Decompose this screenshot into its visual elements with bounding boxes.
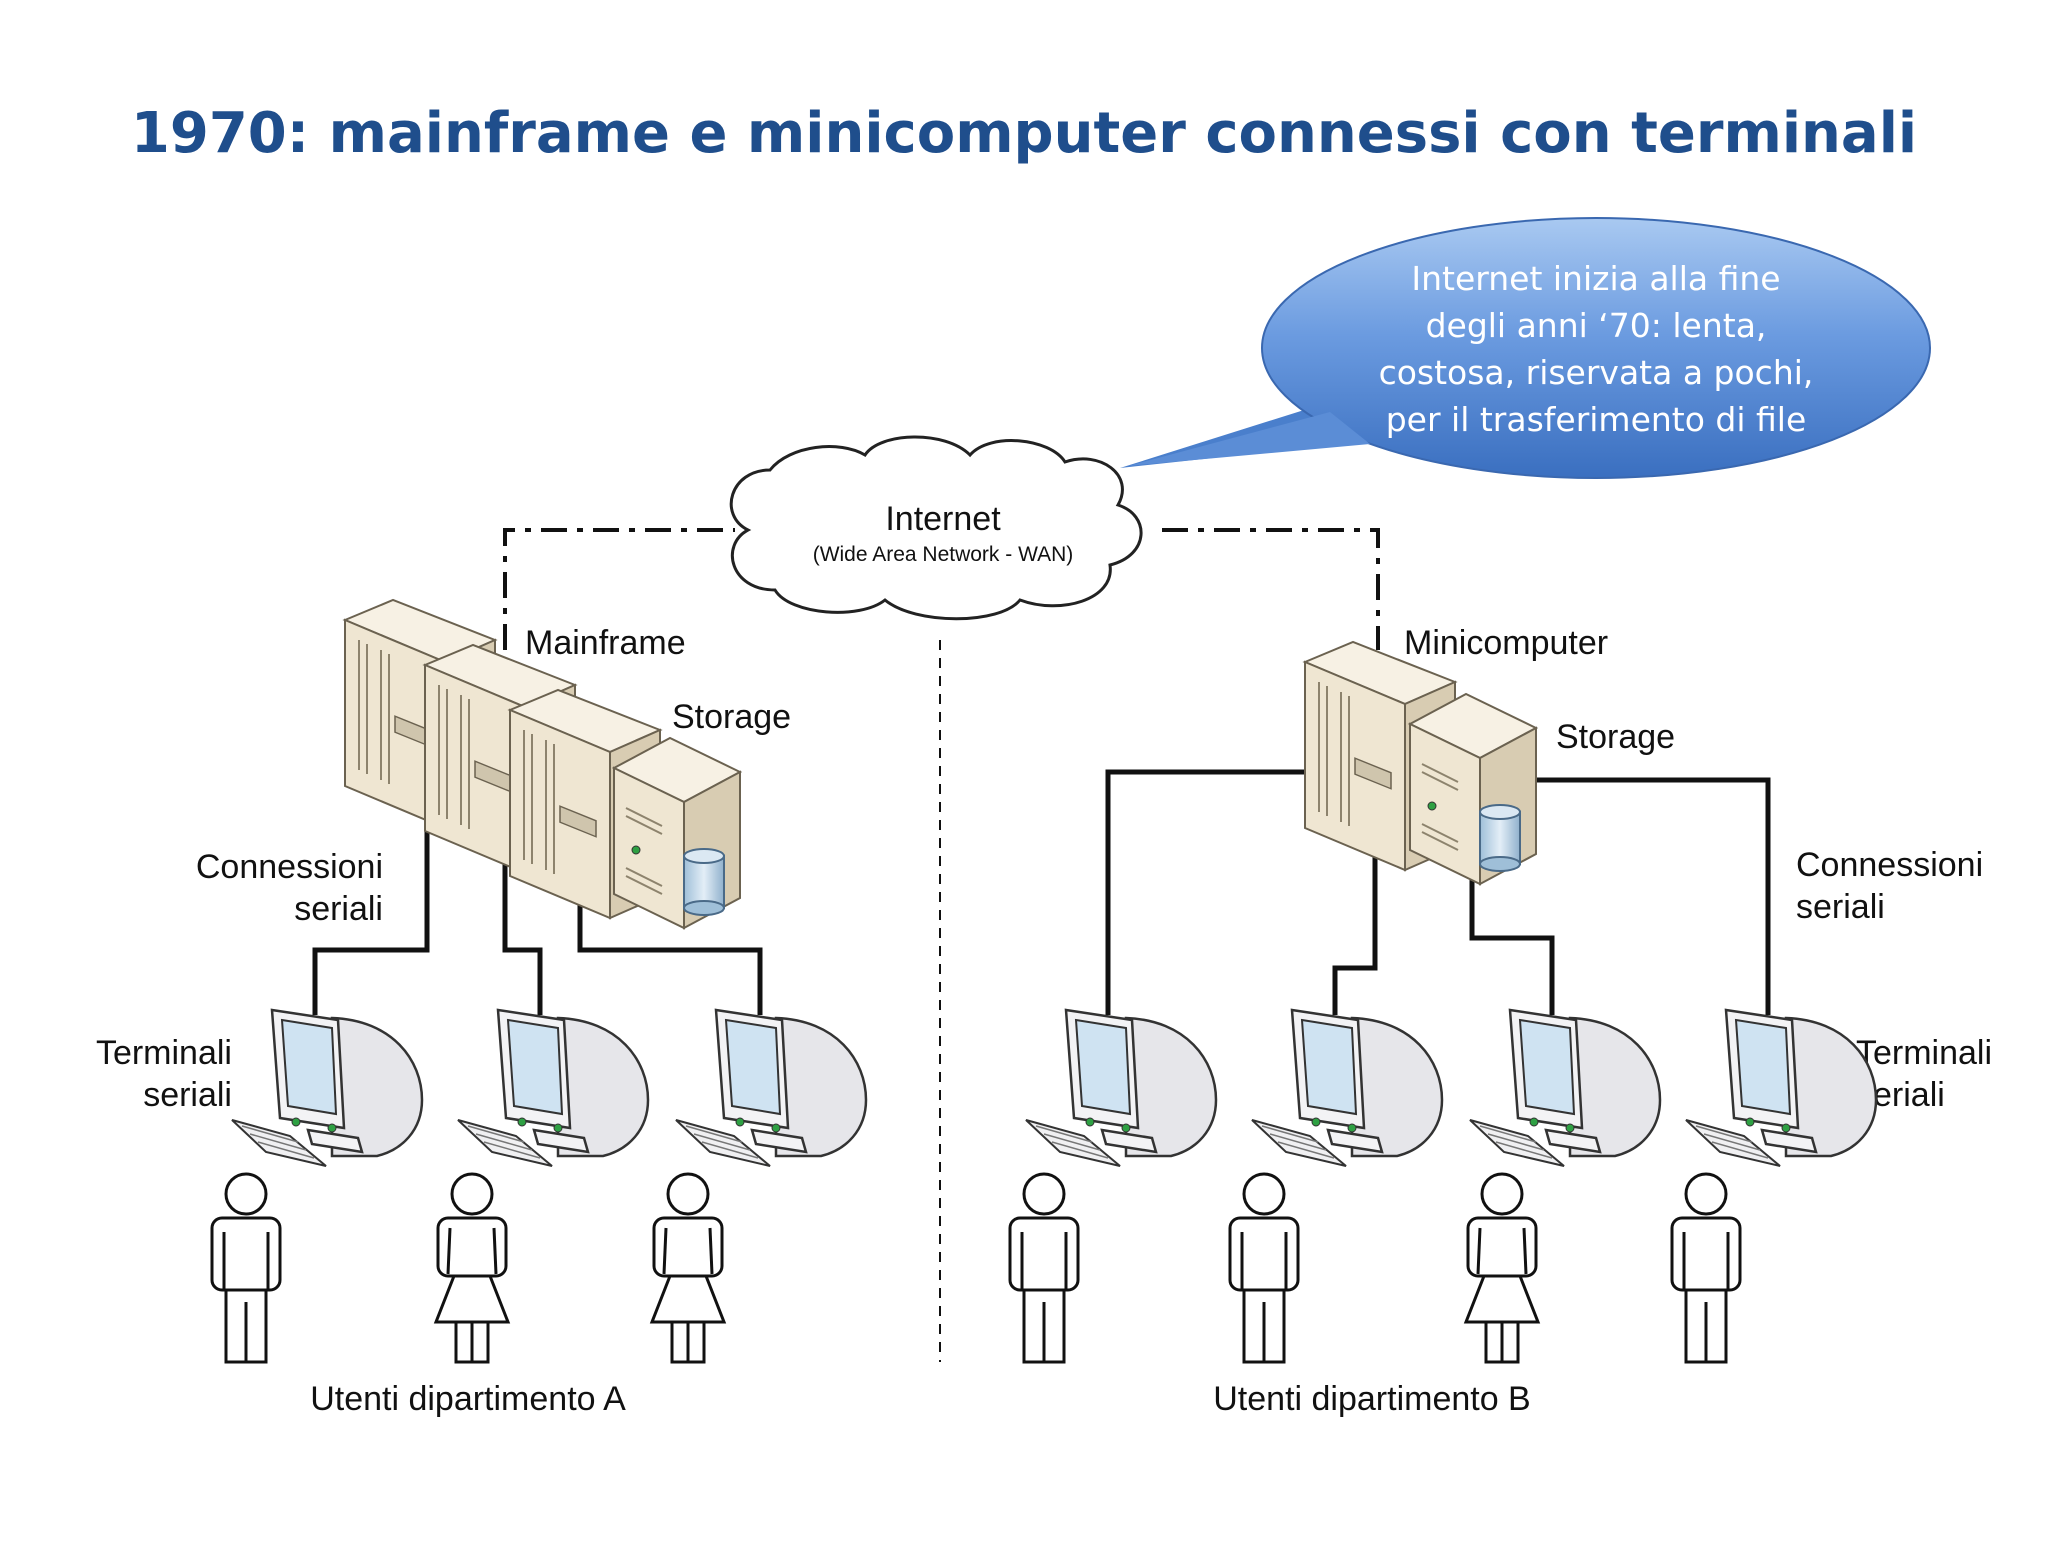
bubble-line-4: per il trasferimento di file: [1386, 400, 1807, 439]
left-terminals-label-1: Terminali: [96, 1034, 232, 1072]
mainframe-storage-icon: [613, 737, 741, 929]
users-a-label: Utenti dipartimento A: [310, 1380, 626, 1418]
right-connections-label-2: seriali: [1796, 888, 1885, 926]
wan-link-mainframe: [503, 528, 735, 650]
user-a1-icon: [210, 1172, 282, 1364]
user-b4-icon: [1670, 1172, 1742, 1364]
terminal-a1-icon: [230, 1008, 424, 1168]
user-b2-icon: [1228, 1172, 1300, 1364]
minicomputer-storage-icon: [1409, 693, 1537, 885]
wan-link-minicomputer: [1162, 528, 1380, 650]
serial-wire-a3: [577, 870, 763, 1015]
internet-sublabel: (Wide Area Network - WAN): [813, 543, 1074, 566]
user-a2-icon: [434, 1172, 510, 1364]
minicomputer-storage-label: Storage: [1556, 718, 1675, 756]
minicomputer-label: Minicomputer: [1404, 624, 1608, 662]
bubble-line-2: degli anni ‘70: lenta,: [1426, 306, 1767, 345]
terminal-b3-icon: [1468, 1008, 1662, 1168]
terminal-a2-icon: [456, 1008, 650, 1168]
user-b3-icon: [1464, 1172, 1540, 1364]
terminal-b4-icon: [1684, 1008, 1878, 1168]
right-terminals-label-1: Terminali: [1856, 1034, 1992, 1072]
mainframe-label: Mainframe: [525, 624, 686, 662]
user-a3-icon: [650, 1172, 726, 1364]
left-terminals-label-2: seriali: [143, 1076, 232, 1114]
terminal-a3-icon: [674, 1008, 868, 1168]
user-b1-icon: [1008, 1172, 1080, 1364]
serial-wire-a2: [502, 830, 543, 1015]
serial-wire-b4: [1530, 777, 1771, 1015]
bubble-line-1: Internet inizia alla fine: [1411, 259, 1780, 298]
page-title: 1970: mainframe e minicomputer connessi …: [131, 101, 1917, 166]
right-connections-label-1: Connessioni: [1796, 846, 1983, 884]
speech-bubble: [1120, 217, 1931, 479]
bubble-line-3: costosa, riservata a pochi,: [1379, 353, 1814, 392]
terminal-b2-icon: [1250, 1008, 1444, 1168]
users-b-label: Utenti dipartimento B: [1213, 1380, 1531, 1418]
mainframe-storage-label: Storage: [672, 698, 791, 736]
left-connections-label-2: seriali: [294, 890, 383, 928]
serial-wire-b1: [1105, 769, 1304, 1015]
serial-wire-a1: [312, 780, 430, 1015]
serial-wire-b2: [1332, 830, 1378, 1015]
serial-wire-b3: [1469, 860, 1555, 1015]
internet-label: Internet: [885, 500, 1001, 538]
internet-cloud-icon: [729, 435, 1143, 621]
terminal-b1-icon: [1024, 1008, 1218, 1168]
left-connections-label-1: Connessioni: [196, 848, 383, 886]
